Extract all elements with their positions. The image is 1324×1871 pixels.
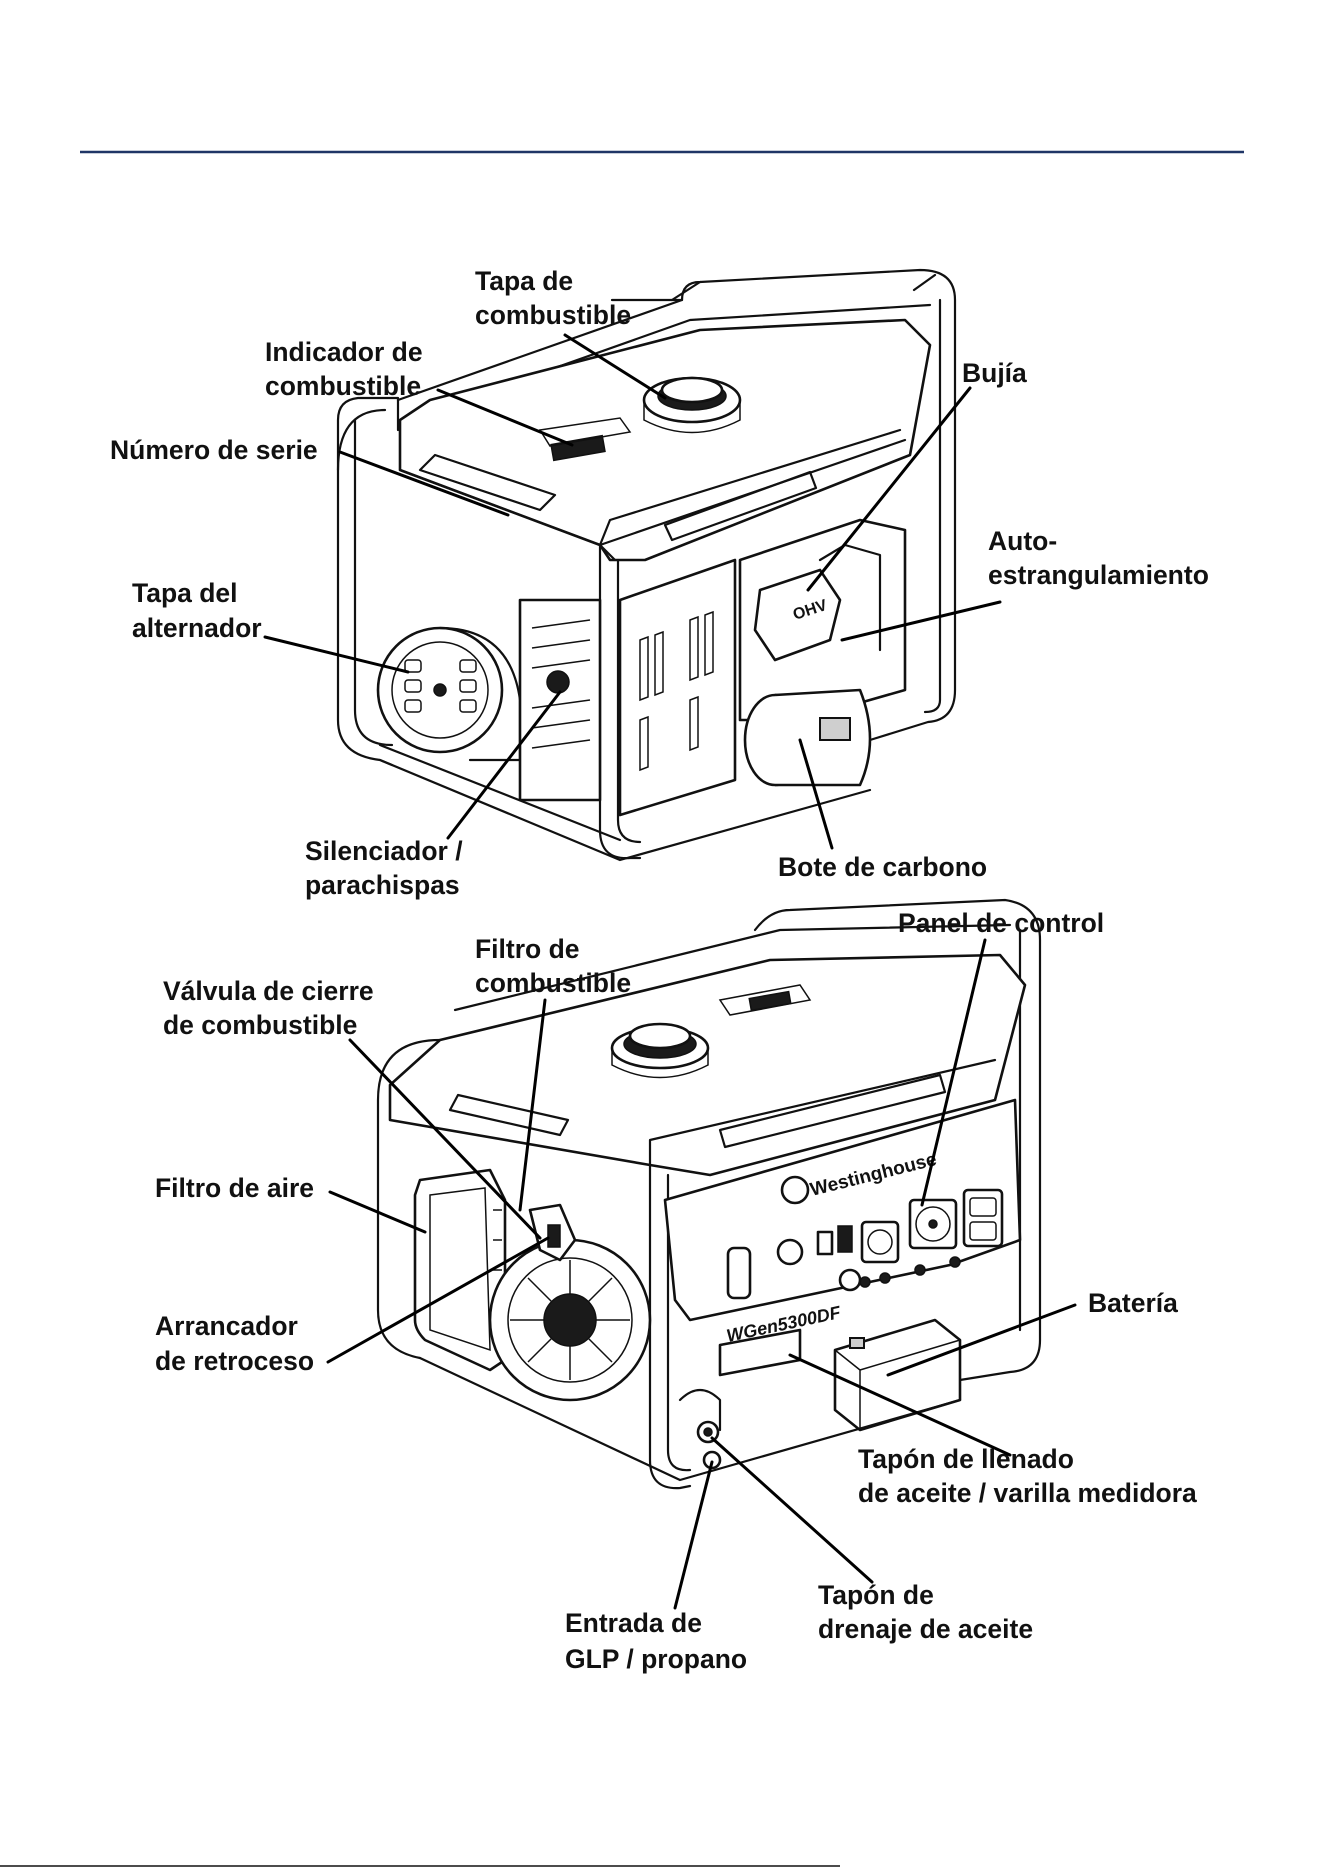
leader-arrancador: [326, 1236, 550, 1364]
label-indicador-combustible-line1: Indicador de: [265, 337, 423, 367]
label-arrancador: Arrancador de retroceso: [155, 1311, 314, 1376]
label-tapa-combustible-line1: Tapa de: [475, 266, 573, 296]
leader-filtro-aire: [328, 1190, 427, 1234]
leader-bujia: [806, 386, 972, 592]
leader-tapon-drenaje: [710, 1436, 874, 1584]
label-auto-estrangulamiento-line1: Auto-: [988, 526, 1057, 556]
leader-tapon-llenado: [788, 1353, 1012, 1457]
label-silenciador: Silenciador / parachispas: [305, 836, 463, 900]
label-indicador-combustible-line2: combustible: [265, 371, 421, 401]
label-arrancador-line2: de retroceso: [155, 1346, 314, 1376]
label-tapa-alternador: Tapa del alternador: [132, 578, 262, 643]
label-filtro-combustible: Filtro de combustible: [475, 934, 631, 998]
label-tapon-drenaje-line2: drenaje de aceite: [818, 1614, 1033, 1644]
label-tapa-combustible-line2: combustible: [475, 300, 631, 330]
label-silenciador-line2: parachispas: [305, 870, 460, 900]
leader-valvula-cierre: [348, 1038, 542, 1240]
label-silenciador-line1: Silenciador /: [305, 836, 463, 866]
leader-bateria: [886, 1303, 1077, 1377]
leader-panel-control: [920, 938, 987, 1207]
leader-tapa-combustible: [563, 333, 667, 400]
label-filtro-combustible-line2: combustible: [475, 968, 631, 998]
label-tapon-llenado-line1: Tapón de llenado: [858, 1444, 1074, 1474]
leader-bote-carbono: [798, 738, 834, 850]
label-panel-control: Panel de control: [898, 908, 1104, 938]
label-tapon-drenaje: Tapón de drenaje de aceite: [818, 1580, 1033, 1644]
label-valvula-cierre: Válvula de cierre de combustible: [163, 976, 374, 1040]
leader-entrada-glp: [673, 1460, 714, 1610]
leader-auto-estrangulamiento: [840, 600, 1002, 642]
label-tapon-llenado-line2: de aceite / varilla medidora: [858, 1478, 1197, 1508]
leader-silenciador: [446, 690, 562, 840]
leader-tapa-alternador: [263, 635, 410, 674]
label-bujia: Bujía: [962, 358, 1027, 388]
label-numero-serie: Número de serie: [110, 435, 318, 465]
label-filtro-aire: Filtro de aire: [155, 1173, 314, 1203]
label-tapa-alternador-line2: alternador: [132, 613, 262, 643]
label-tapon-llenado: Tapón de llenado de aceite / varilla med…: [858, 1444, 1197, 1508]
label-auto-estrangulamiento-line2: estrangulamiento: [988, 560, 1209, 590]
label-tapa-alternador-line1: Tapa del: [132, 578, 238, 608]
label-indicador-combustible: Indicador de combustible: [265, 337, 423, 401]
generator-bottom-illustration: Westinghouse WGen5300DF: [376, 898, 1042, 1490]
label-valvula-cierre-line2: de combustible: [163, 1010, 357, 1040]
label-bateria: Batería: [1088, 1288, 1178, 1318]
label-bote-carbono: Bote de carbono: [778, 852, 987, 882]
label-auto-estrangulamiento: Auto- estrangulamiento: [988, 526, 1209, 590]
label-entrada-glp-line2: GLP / propano: [565, 1644, 747, 1674]
label-entrada-glp-line1: Entrada de: [565, 1608, 702, 1638]
label-filtro-combustible-line1: Filtro de: [475, 934, 580, 964]
leader-filtro-combustible: [518, 998, 547, 1212]
leader-numero-serie: [338, 450, 510, 517]
label-tapon-drenaje-line1: Tapón de: [818, 1580, 934, 1610]
label-entrada-glp: Entrada de GLP / propano: [565, 1608, 747, 1674]
label-arrancador-line1: Arrancador: [155, 1311, 298, 1341]
generator-top-illustration: OHV: [336, 268, 957, 862]
label-tapa-combustible: Tapa de combustible: [475, 266, 631, 330]
label-valvula-cierre-line1: Válvula de cierre: [163, 976, 374, 1006]
leader-indicador-combustible: [436, 388, 574, 447]
